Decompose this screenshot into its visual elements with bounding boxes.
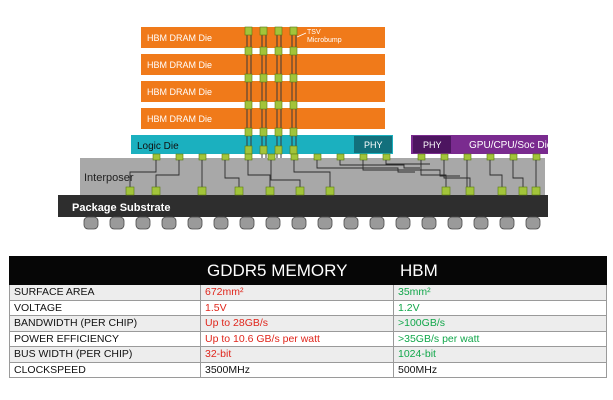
dram-die-label-4: HBM DRAM Die — [147, 114, 212, 124]
logic-die-label: Logic Die — [137, 141, 179, 152]
row-hbm-value: >100GB/s — [393, 315, 607, 332]
interposer-wiring — [129, 160, 537, 188]
table-row: CLOCKSPEED 3500MHz 500MHz — [9, 361, 607, 378]
row-gddr5-value: Up to 28GB/s — [200, 315, 394, 332]
dram-die-3 — [141, 81, 385, 102]
row-parameter: SURFACE AREA — [9, 284, 201, 301]
row-parameter: CLOCKSPEED — [9, 361, 201, 378]
microbumps — [244, 26, 298, 155]
interposer-label: Interposer — [84, 172, 134, 184]
dram-die-label-3: HBM DRAM Die — [147, 87, 212, 97]
logic-phy-label: PHY — [364, 140, 383, 150]
row-parameter: BUS WIDTH (PER CHIP) — [9, 346, 201, 363]
substrate-top-bumps — [125, 186, 541, 196]
dram-stack: HBM DRAM Die HBM DRAM Die HBM DRAM Die H… — [141, 27, 385, 129]
dram-die-4 — [141, 108, 385, 129]
gpu-phy-block — [413, 136, 451, 153]
table-row: SURFACE AREA 672mm² 35mm² — [9, 284, 607, 301]
header-hbm: HBM — [393, 256, 607, 285]
interposer-top-bumps — [152, 153, 541, 161]
gpu-phy-label: PHY — [423, 140, 442, 150]
row-gddr5-value: Up to 10.6 GB/s per watt — [200, 330, 394, 347]
interposer — [80, 158, 545, 195]
logic-phy-block — [354, 136, 392, 153]
package-substrate-label: Package Substrate — [72, 202, 170, 214]
table-row: BANDWIDTH (PER CHIP) Up to 28GB/s >100GB… — [9, 315, 607, 332]
row-hbm-value: >35GB/s per watt — [393, 330, 607, 347]
dram-die-label-1: HBM DRAM Die — [147, 33, 212, 43]
row-gddr5-value: 672mm² — [200, 284, 394, 301]
row-gddr5-value: 3500MHz — [200, 361, 394, 378]
dram-die-1 — [141, 27, 385, 48]
table-row: VOLTAGE 1.5V 1.2V — [9, 299, 607, 316]
microbump-label: Microbump — [307, 37, 342, 44]
table-row: POWER EFFICIENCY Up to 10.6 GB/s per wat… — [9, 330, 607, 347]
memory-comparison-table: GDDR5 MEMORY HBM SURFACE AREA 672mm² 35m… — [9, 256, 607, 378]
hbm-stack-diagram: Package Substrate Interposer Logic Die P… — [58, 26, 553, 230]
table-row: BUS WIDTH (PER CHIP) 32-bit 1024-bit — [9, 346, 607, 363]
solder-balls — [83, 216, 541, 230]
tsv-callout-line — [296, 32, 307, 38]
dram-die-label-2: HBM DRAM Die — [147, 60, 212, 70]
row-hbm-value: 1.2V — [393, 299, 607, 316]
row-parameter: BANDWIDTH (PER CHIP) — [9, 315, 201, 332]
row-hbm-value: 35mm² — [393, 284, 607, 301]
gpu-die-label: GPU/CPU/Soc Die — [469, 140, 553, 151]
package-substrate — [58, 195, 548, 217]
row-parameter: VOLTAGE — [9, 299, 201, 316]
header-gddr5: GDDR5 MEMORY — [200, 256, 394, 285]
header-parameter — [9, 256, 201, 285]
row-parameter: POWER EFFICIENCY — [9, 330, 201, 347]
row-gddr5-value: 32-bit — [200, 346, 394, 363]
row-gddr5-value: 1.5V — [200, 299, 394, 316]
table-header-row: GDDR5 MEMORY HBM — [9, 256, 607, 285]
row-hbm-value: 500MHz — [393, 361, 607, 378]
dram-die-2 — [141, 54, 385, 75]
row-hbm-value: 1024-bit — [393, 346, 607, 363]
tsv-label: TSV — [307, 29, 321, 36]
